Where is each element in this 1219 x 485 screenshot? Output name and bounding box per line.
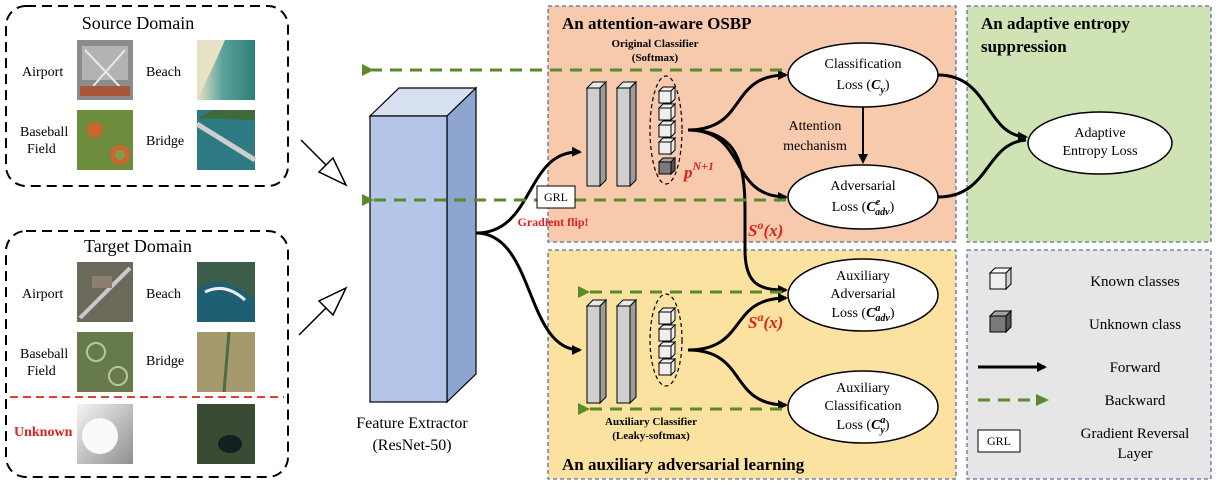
tgt-thumb-beach [197, 262, 255, 322]
adversarial-loss-line1: Adversarial [830, 179, 895, 194]
legend-known-label: Known classes [1090, 274, 1180, 290]
p-n-plus-1-label: pN+1 [682, 159, 714, 182]
aux-classification-loss-node [787, 370, 939, 444]
osbp-unknown-cube [657, 156, 677, 176]
legend-known-cube-icon [988, 266, 1013, 291]
tgt-label-airport: Airport [22, 287, 63, 302]
classification-loss-node [787, 42, 939, 108]
aux-cls-line1: Auxiliary [836, 381, 890, 396]
aux-adversarial-loss-node [787, 258, 939, 332]
entropy-title-1: An adaptive entropy [981, 14, 1130, 33]
auxiliary-title: An auxiliary adversarial learning [562, 455, 805, 474]
src-thumb-beach [197, 40, 255, 100]
cls-loss-to-entropy-arrow [937, 73, 1028, 142]
tgt-thumb-bridge [197, 331, 255, 393]
tgt-thumb-baseball [77, 332, 133, 392]
legend-backward-label: Backward [1105, 393, 1166, 409]
source-input-arrow [300, 139, 348, 187]
src-thumb-airport [77, 40, 133, 100]
tgt-label-baseball-2: Field [27, 364, 56, 379]
osbp-to-cls-loss-arrow [687, 70, 788, 132]
source-domain-title: Source Domain [82, 13, 194, 33]
aux-to-cls-loss-arrow [687, 348, 788, 410]
adaptive-entropy-loss-node [1027, 111, 1173, 175]
osbp-output-group [649, 75, 683, 185]
aux-layer-1 [585, 298, 608, 405]
legend-unknown-cube-icon [988, 309, 1013, 334]
osbp-layer-1 [585, 80, 608, 188]
original-classifier-sublabel: (Softmax) [632, 52, 679, 64]
src-label-airport: Airport [22, 65, 63, 80]
aux-classifier-sublabel: (Leaky-softmax) [612, 430, 690, 442]
classification-loss-line1: Classification [825, 57, 902, 72]
src-thumb-baseball [77, 110, 133, 170]
aux-adv-line1: Auxiliary [836, 269, 890, 284]
legend-unknown-label: Unknown class [1089, 317, 1181, 333]
feature-extractor-block [368, 86, 478, 404]
adaptive-entropy-line2: Entropy Loss [1062, 144, 1137, 159]
legend-grl-line2: Layer [1118, 446, 1153, 462]
feature-extractor-sublabel: (ResNet-50) [372, 437, 451, 454]
legend-grl-box-label: GRL [987, 434, 1011, 448]
osbp-layer-2 [615, 80, 638, 188]
aux-output-group [649, 293, 683, 387]
aux-to-adv-loss-arrow [687, 293, 788, 352]
src-label-baseball-2: Field [27, 142, 56, 157]
classification-loss-line2: Loss (Cy) [836, 78, 889, 96]
tgt-thumb-unknown-cloud [77, 404, 133, 464]
target-domain-title: Target Domain [84, 236, 192, 256]
legend-grl-box [977, 429, 1021, 453]
adv-loss-to-entropy-arrow [937, 138, 1027, 199]
gradient-flip-label: Gradient flip! [518, 215, 589, 229]
src-label-beach: Beach [146, 65, 181, 80]
adversarial-loss-node [787, 164, 939, 230]
aux-classifier-label: Auxiliary Classifier [605, 416, 697, 428]
tgt-thumb-airport [77, 262, 133, 322]
so-x-label: So(x) [748, 218, 783, 240]
osbp-known-cubes [657, 85, 677, 156]
legend-grl-line1: Gradient Reversal [1081, 426, 1190, 442]
legend-backward-arrowhead [1036, 394, 1049, 406]
tgt-label-unknown: Unknown [14, 425, 73, 440]
tgt-thumb-unknown-forest [197, 404, 255, 464]
grl-box-label: GRL [544, 190, 568, 204]
feature-extractor-label: Feature Extractor [356, 415, 468, 432]
grl-box [536, 185, 576, 209]
sa-x-label: Sa(x) [748, 310, 783, 332]
aux-cls-line2: Classification [825, 399, 902, 414]
src-label-baseball-1: Baseball [20, 125, 68, 140]
osbp-title: An attention-aware OSBP [562, 14, 752, 33]
adaptive-entropy-line1: Adaptive [1074, 126, 1125, 141]
aux-known-cubes [657, 306, 677, 377]
target-input-arrow [298, 286, 348, 336]
extractor-to-aux-arrow [475, 231, 582, 355]
original-classifier-label: Original Classifier [611, 38, 698, 50]
attention-label-1: Attention [789, 119, 842, 134]
extractor-to-osbp-arrow [475, 146, 582, 235]
tgt-label-bridge: Bridge [146, 354, 184, 369]
tgt-label-beach: Beach [146, 287, 181, 302]
legend-forward-label: Forward [1110, 360, 1161, 376]
src-label-bridge: Bridge [146, 134, 184, 149]
src-thumb-bridge [195, 110, 257, 170]
aux-layer-2 [615, 298, 638, 405]
tgt-label-baseball-1: Baseball [20, 347, 68, 362]
entropy-title-2: suppression [981, 37, 1067, 56]
osbp-to-aux-adv-loss-arrow [687, 128, 788, 295]
attention-label-2: mechanism [783, 139, 847, 154]
aux-adv-line2: Adversarial [830, 287, 895, 302]
